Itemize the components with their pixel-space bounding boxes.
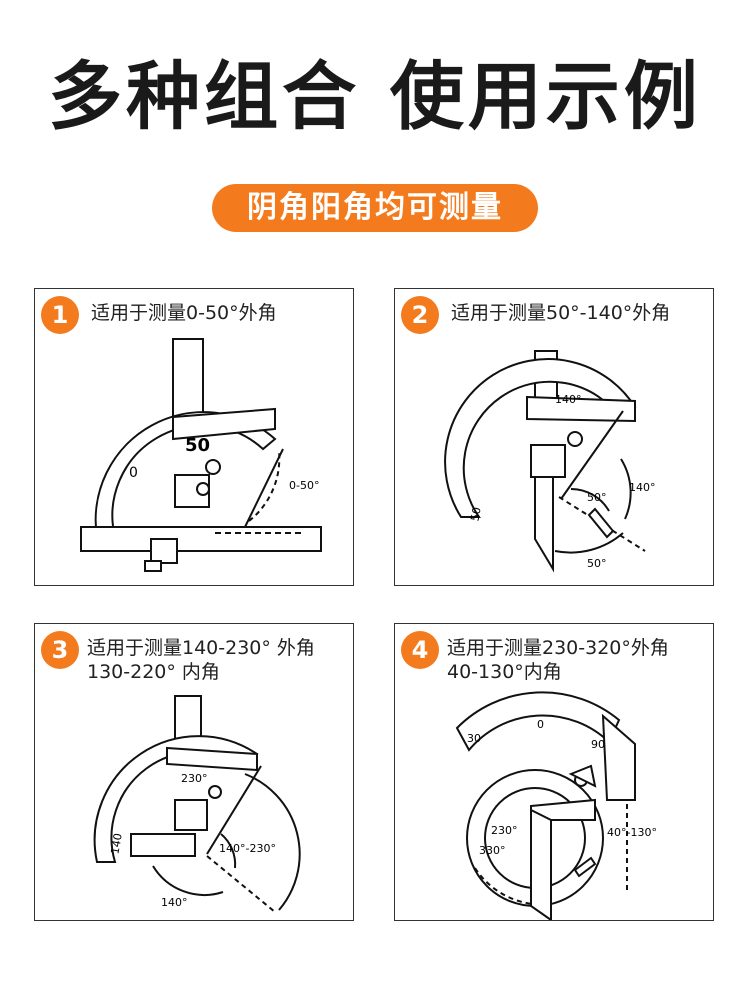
angle-label: 50° — [587, 557, 607, 570]
step-number-badge: 1 — [41, 296, 79, 334]
angle-label: 330° — [479, 844, 506, 857]
example-card-3: 3 适用于测量140-230° 外角 130-220° 内角 230° 140 … — [34, 623, 354, 921]
protractor-diagram-4: 30 0 90 230° 330° 40°-130° — [455, 691, 657, 920]
card-caption-line2: 130-220° 内角 — [87, 661, 220, 683]
scale-label: 30 — [467, 732, 481, 745]
angle-label: 140° — [161, 896, 188, 909]
card-caption-line2: 40-130°内角 — [447, 661, 562, 683]
example-card-2: 2 适用于测量50°-140°外角 140° 50 50° 140° 50° — [394, 288, 714, 586]
protractor-diagram-1: 0 50 0-50° — [80, 338, 322, 572]
card-caption-line1: 适用于测量230-320°外角 — [447, 637, 669, 659]
card-caption: 适用于测量50°-140°外角 — [451, 302, 671, 324]
scale-label: 230° — [181, 772, 208, 785]
card-caption-line1: 适用于测量140-230° 外角 — [87, 637, 315, 659]
scale-label: 140 — [108, 832, 124, 855]
step-number-badge: 2 — [401, 296, 439, 334]
page-title: 多种组合 使用示例 — [48, 54, 702, 140]
scale-label: 50 — [185, 435, 210, 456]
card-caption: 适用于测量0-50°外角 — [91, 302, 277, 324]
scale-label: 0 — [129, 465, 138, 481]
step-number-badge: 3 — [41, 631, 79, 669]
angle-label: 140°-230° — [219, 842, 276, 855]
angle-label: 50° — [587, 491, 607, 504]
scale-label: 0 — [537, 718, 544, 731]
scale-label: 90 — [591, 738, 605, 751]
scale-label: 140° — [555, 393, 582, 406]
angle-label: 0-50° — [289, 479, 319, 492]
example-card-1: 1 适用于测量0-50°外角 0 50 0-50° — [34, 288, 354, 586]
angle-label: 140° — [629, 481, 656, 494]
example-card-4: 4 适用于测量230-320°外角 40-130°内角 30 0 90 230°… — [394, 623, 714, 921]
scale-label: 50 — [468, 506, 483, 522]
protractor-diagram-3: 230° 140 140°-230° 140° — [93, 695, 301, 913]
angle-label: 230° — [491, 824, 518, 837]
protractor-diagram-2: 140° 50 50° 140° 50° — [444, 350, 656, 573]
step-number-badge: 4 — [401, 631, 439, 669]
subtitle-badge: 阴角阳角均可测量 — [212, 184, 538, 232]
angle-label: 40°-130° — [607, 826, 657, 839]
